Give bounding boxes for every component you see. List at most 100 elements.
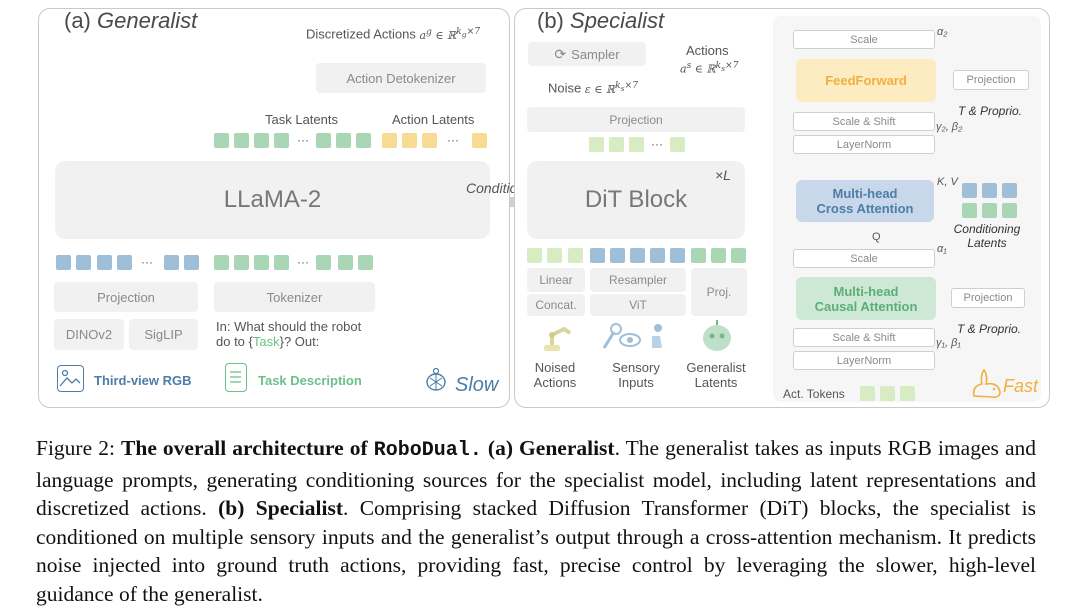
token [1002, 203, 1017, 218]
caption-b-text: . Comprising stacked Diffusion Transform… [36, 496, 1037, 606]
figure-number: Figure 2: [36, 436, 115, 460]
token [472, 133, 487, 148]
times-l-label: ×L [715, 167, 731, 183]
fast-label: Fast [1003, 376, 1039, 396]
token [982, 183, 997, 198]
token [97, 255, 112, 270]
token [214, 133, 229, 148]
token [274, 133, 289, 148]
token [670, 137, 685, 152]
robot-arm-icon [540, 321, 576, 353]
disc-actions-math: ag ∈ ℝkg×7 [419, 26, 481, 42]
action-latents-label: Action Latents [392, 112, 475, 127]
token [164, 255, 179, 270]
token [962, 183, 977, 198]
token [590, 248, 605, 263]
projection-top: Projection [953, 70, 1029, 90]
act-tokens-label: Act. Tokens [783, 387, 845, 401]
concat-box: Concat. [527, 294, 585, 316]
token [316, 255, 331, 270]
sampler-box: ⟳ Sampler [528, 42, 646, 66]
token [860, 386, 875, 401]
generalist-header: (a) Generalist [64, 8, 197, 34]
token [589, 137, 604, 152]
slow-label: Slow [455, 374, 499, 396]
token [234, 255, 249, 270]
tp-bottom-label: T & Proprio. [957, 322, 1022, 336]
token [274, 255, 289, 270]
scale-bottom: Scale [793, 249, 935, 268]
noise-label: Noise ε ∈ ℝks×7 [548, 80, 639, 96]
gb2-label: γ₂, β₂ [936, 121, 963, 133]
token [670, 248, 685, 263]
prompt-line-2: do to {Task}? Out: [216, 334, 320, 349]
robot-head-icon [698, 318, 736, 354]
token [214, 255, 229, 270]
token [527, 248, 542, 263]
image-icon [57, 365, 84, 392]
scale-top: Scale [793, 30, 935, 49]
alpha1-label: α₁ [937, 243, 947, 255]
token [184, 255, 199, 270]
projection-bottom: Projection [951, 288, 1025, 308]
feedforward-block: FeedForward [796, 59, 936, 102]
sensor-icon [600, 320, 672, 352]
token [422, 133, 437, 148]
token [338, 255, 353, 270]
resampler-box: Resampler [590, 268, 686, 292]
layernorm-top: LayerNorm [793, 135, 935, 154]
token [316, 133, 331, 148]
third-view-rgb-label: Third-view RGB [94, 373, 192, 388]
ellipsis: ··· [651, 137, 663, 151]
token [711, 248, 726, 263]
actions-math: as ∈ ℝks×7 [680, 60, 739, 76]
kv-label: K, V [937, 176, 958, 188]
q-label: Q [872, 231, 881, 243]
token [336, 133, 351, 148]
alpha2-label: α₂ [937, 26, 948, 38]
ellipsis: ··· [297, 255, 309, 269]
token [117, 255, 132, 270]
token [382, 133, 397, 148]
token [1002, 183, 1017, 198]
generalist-projection: Projection [54, 282, 198, 312]
scale-shift-bottom: Scale & Shift [793, 328, 935, 347]
token [568, 248, 583, 263]
caption-a-text: . The generalist takes as inputs RGB ima… [36, 436, 1036, 520]
token [982, 203, 997, 218]
generalist-name: Generalist [97, 8, 198, 33]
caption-title: The overall architecture of RoboDual. [121, 436, 482, 462]
discretized-actions-label: Discretized Actions ag ∈ ℝkg×7 [306, 26, 481, 42]
vit-box: ViT [590, 294, 686, 316]
token [234, 133, 249, 148]
linear-box: Linear [527, 268, 585, 292]
ellipsis: ··· [297, 133, 309, 147]
token [900, 386, 915, 401]
dinov2-encoder: DINOv2 [54, 319, 124, 350]
caption-b-label: (b) Specialist [218, 496, 343, 520]
token [650, 248, 665, 263]
tp-top-label: T & Proprio. [958, 104, 1023, 118]
siglip-encoder: SigLIP [129, 319, 198, 350]
proj-box: Proj. [691, 268, 747, 316]
token [358, 255, 373, 270]
document-icon [225, 363, 247, 392]
token [629, 137, 644, 152]
token [56, 255, 71, 270]
ellipsis: ··· [447, 133, 459, 147]
ellipsis: ··· [141, 255, 153, 269]
token [609, 137, 624, 152]
token [691, 248, 706, 263]
specialist-tag: (b) [537, 8, 564, 33]
token [731, 248, 746, 263]
prompt-line-1: In: What should the robot [216, 319, 362, 334]
actions-label: Actions [686, 43, 729, 58]
llama-block: LLaMA-2 [55, 161, 490, 239]
generalist-tag: (a) [64, 8, 91, 33]
token [254, 255, 269, 270]
dit-block: DiT Block [527, 161, 745, 239]
